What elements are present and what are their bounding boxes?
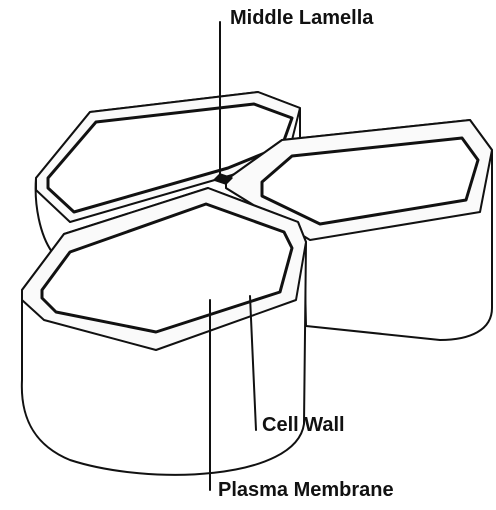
plasma-membrane-label: Plasma Membrane — [218, 480, 394, 500]
cell-wall-label: Cell Wall — [262, 415, 345, 435]
middle-lamella-label: Middle Lamella — [230, 8, 373, 28]
